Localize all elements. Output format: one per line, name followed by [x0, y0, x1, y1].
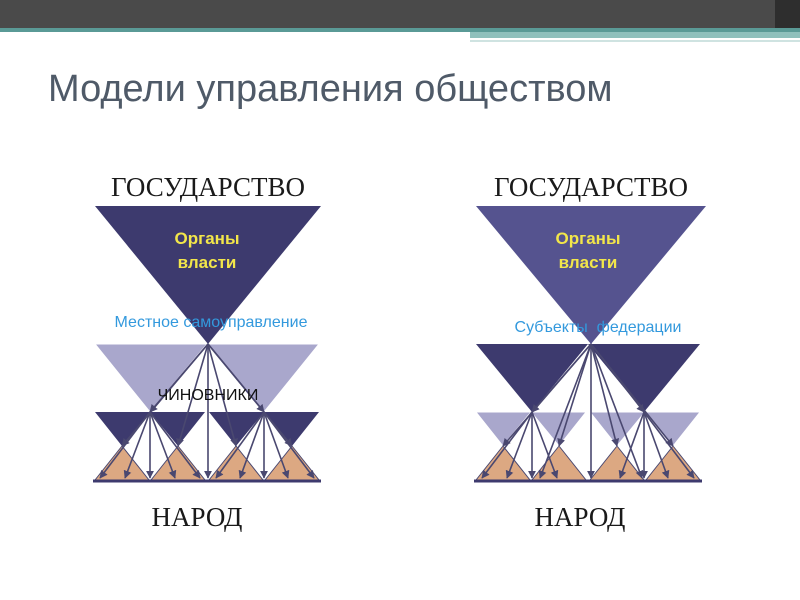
- arrow: [263, 411, 315, 479]
- authority-arrows-left: [99, 343, 315, 479]
- header-corner-dark: [775, 0, 800, 28]
- authority-arrows-right: [481, 343, 695, 479]
- header-teal-line: [0, 28, 800, 32]
- arrow: [207, 343, 293, 447]
- arrow: [557, 343, 592, 447]
- state-label-left: ГОСУДАРСТВО: [111, 172, 305, 202]
- people-triangle: [530, 445, 588, 481]
- header-dark-band: [0, 0, 800, 28]
- organs-label-line2-right: власти: [559, 253, 618, 272]
- arrow: [176, 343, 209, 447]
- state-label-right: ГОСУДАРСТВО: [494, 172, 688, 202]
- arrow: [590, 343, 620, 447]
- state-triangle-left: [95, 206, 321, 344]
- model-right: ГОСУДАРСТВО Органы власти Субъекты федер…: [474, 172, 706, 532]
- lower-triangle: [150, 412, 205, 446]
- arrow: [215, 411, 265, 479]
- state-triangle-right: [476, 206, 706, 344]
- organs-label-line1-right: Органы: [556, 229, 621, 248]
- arrow: [643, 411, 695, 479]
- arrow: [263, 411, 290, 479]
- lower-triangle: [95, 412, 150, 446]
- people-label-right: НАРОД: [535, 502, 626, 532]
- arrow: [99, 411, 151, 479]
- people-label-left: НАРОД: [152, 502, 243, 532]
- lower-triangle: [643, 411, 702, 447]
- people-triangles-left: [93, 445, 321, 481]
- arrow: [531, 411, 559, 479]
- arrow: [643, 411, 670, 479]
- federation-subject-triangles: [476, 344, 700, 412]
- arrow: [590, 343, 674, 447]
- arrow: [590, 343, 644, 479]
- arrow: [123, 411, 151, 479]
- arrow: [149, 411, 201, 479]
- arrow: [502, 343, 592, 447]
- arrow: [149, 411, 177, 479]
- federation-subject-triangle: [476, 344, 588, 412]
- lower-triangle: [209, 412, 264, 446]
- federation-subject-triangle: [588, 344, 700, 412]
- header-accent-block-thin: [470, 40, 800, 42]
- lower-level-triangles-left: [95, 412, 319, 446]
- arrow: [238, 411, 265, 479]
- lower-triangle: [588, 411, 647, 447]
- local-government-label: Местное самоуправление: [115, 314, 308, 331]
- slide-title: Модели управления обществом: [48, 68, 613, 110]
- lower-triangle: [474, 411, 533, 447]
- lower-level-triangles-right: [474, 411, 702, 447]
- organs-label-line2-left: власти: [178, 253, 237, 272]
- arrow: [618, 411, 645, 479]
- arrow: [505, 411, 533, 479]
- arrow: [207, 343, 238, 447]
- model-left: ГОСУДАРСТВО Органы власти Местное самоуп…: [93, 172, 321, 532]
- federation-subjects-label: Субъекты федерации: [515, 319, 682, 336]
- organs-label-line1-left: Органы: [175, 229, 240, 248]
- slide-header-bar: [0, 0, 800, 42]
- officials-label: ЧИНОВНИКИ: [158, 387, 259, 404]
- header-accent-block: [470, 32, 800, 38]
- lower-triangle: [264, 412, 319, 446]
- arrow: [481, 411, 533, 479]
